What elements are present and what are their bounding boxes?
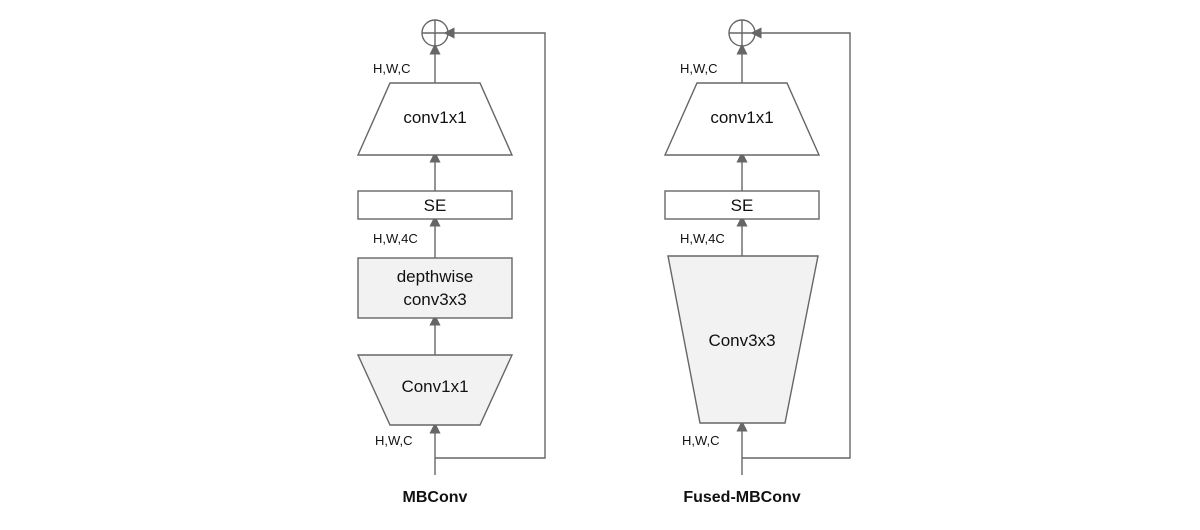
fused-title: Fused-MBConv: [683, 489, 800, 506]
mbconv-se-box: [357, 190, 513, 220]
fused-dim-top: H,W,C: [680, 61, 718, 76]
mbconv-conv1x1-expand: [356, 354, 514, 426]
mbconv-title: MBConv: [403, 489, 468, 506]
fused-skip-connection: [742, 27, 851, 459]
fused-conv1x1-project-label: conv1x1: [710, 108, 773, 127]
mbconv-conv1x1-project-label: conv1x1: [403, 108, 466, 127]
mbconv-depthwise-label-2: conv3x3: [403, 290, 466, 309]
add-node-icon: [421, 19, 449, 47]
add-node-icon: [728, 19, 756, 47]
mbconv-conv1x1-project: [356, 82, 514, 156]
mbconv-depthwise-box: [357, 257, 513, 319]
fused-dim-mid: H,W,4C: [680, 231, 725, 246]
mbconv-depthwise-label-1: depthwise: [397, 267, 474, 286]
mbconv-block: Conv1x1 depthwise conv3x3 SE conv1x1 H,W…: [356, 19, 546, 506]
mbconv-dim-top: H,W,C: [373, 61, 411, 76]
mbconv-dim-bottom: H,W,C: [375, 433, 413, 448]
mbconv-dim-mid: H,W,4C: [373, 231, 418, 246]
mbconv-se-label: SE: [424, 196, 447, 215]
fused-mbconv-block: Conv3x3 SE conv1x1 H,W,C H,W,4C H,W,C Fu…: [663, 19, 851, 506]
mbconv-conv1x1-expand-label: Conv1x1: [401, 377, 468, 396]
fused-se-box: [664, 190, 820, 220]
fused-conv1x1-project: [663, 82, 821, 156]
fused-dim-bottom: H,W,C: [682, 433, 720, 448]
fused-conv3x3-label: Conv3x3: [708, 331, 775, 350]
fused-conv3x3-box: [667, 255, 819, 424]
mbconv-skip-connection: [435, 27, 546, 459]
fused-se-label: SE: [731, 196, 754, 215]
